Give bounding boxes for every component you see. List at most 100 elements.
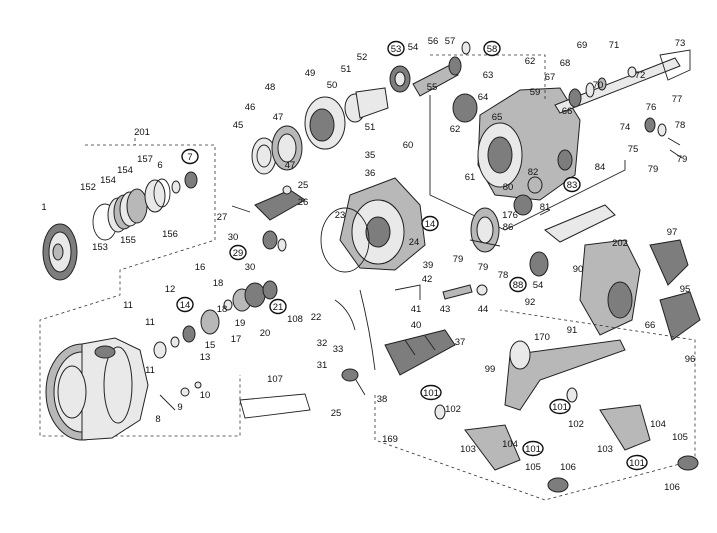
part-label: 74 [620,122,631,133]
part-number: 77 [672,94,683,105]
part-label: 18 [213,278,224,289]
part-label: 66 [645,320,656,331]
part-number: 76 [646,102,657,113]
part-label: 15 [205,340,216,351]
part-label: 17 [231,334,242,345]
part-label: 80 [503,182,514,193]
part-label: 101 [626,454,648,471]
part-number: 101 [552,402,568,413]
part-label: 176 [502,210,518,221]
part-label: 72 [635,70,646,81]
part-label: 23 [335,210,346,221]
part-label: 10 [200,390,211,401]
part-number: 13 [200,352,211,363]
part-label: 97 [667,227,678,238]
part-number: 51 [341,64,352,75]
part-label: 41 [411,304,422,315]
part-label: 9 [177,402,182,413]
part-number: 8 [155,414,160,425]
part-label: 103 [460,444,476,455]
part-label: 106 [560,462,576,473]
part-number: 36 [365,168,376,179]
part-label: 77 [672,94,683,105]
part-number: 1 [41,202,46,213]
part-number: 61 [465,172,476,183]
label-circle [176,296,194,313]
part-label: 38 [377,394,388,405]
part-label: 95 [680,284,691,295]
part-label: 107 [267,374,283,385]
part-number: 16 [195,262,206,273]
part-label: 79 [453,254,464,265]
part-label: 24 [409,237,420,248]
part-label: 65 [492,112,503,123]
part-number: 20 [260,328,271,339]
part-label: 22 [311,312,322,323]
part-number: 62 [525,56,536,67]
part-label: 8 [155,414,160,425]
part-number: 106 [560,462,576,473]
part-label: 57 [445,36,456,47]
part-number: 15 [205,340,216,351]
washer-30 [277,238,287,252]
spring-43 [442,284,473,300]
part-label: 59 [530,87,541,98]
small-gears [513,149,573,216]
part-label: 60 [403,140,414,151]
part-number: 31 [317,360,328,371]
part-number: 71 [609,40,620,51]
label-circle [181,148,199,165]
part-label: 101 [522,440,544,457]
part-label: 42 [422,274,433,285]
part-number: 57 [445,36,456,47]
part-label: 73 [675,38,686,49]
part-number: 37 [455,337,466,348]
part-number: 25 [298,180,309,191]
part-label: 14 [176,296,194,313]
part-number: 17 [231,334,242,345]
part-number: 32 [317,338,328,349]
part-label: 92 [525,297,536,308]
part-label: 58 [483,40,501,57]
part-label: 152 [80,182,96,193]
part-number: 102 [568,419,584,430]
part-number: 58 [487,44,498,55]
part-label: 45 [233,120,244,131]
main-shaft [554,49,691,114]
part-number: 79 [648,164,659,175]
part-number: 64 [478,92,489,103]
part-label: 40 [411,320,422,331]
part-number: 44 [478,304,489,315]
part-number: 14 [180,300,191,311]
drive-gear [469,207,549,277]
part-number: 49 [305,68,316,79]
part-number: 25 [331,408,342,419]
part-number: 75 [628,144,639,155]
part-label: 32 [317,338,328,349]
drag-knob [42,223,78,281]
part-number: 66 [562,106,573,117]
part-number: 11 [145,317,155,328]
part-label: 64 [478,92,489,103]
part-label: 31 [317,360,328,371]
part-label: 76 [646,102,657,113]
label-circle [549,398,571,415]
part-number: 59 [530,87,541,98]
rotor [320,177,426,273]
part-label: 102 [445,404,461,415]
part-number: 78 [498,270,509,281]
label-circle [421,215,439,232]
part-label: 101 [420,384,442,401]
label-circle [420,384,442,401]
part-number: 90 [573,264,584,275]
part-number: 6 [157,160,162,171]
part-number: 68 [560,58,571,69]
part-label: 51 [365,122,376,133]
part-number: 99 [485,364,496,375]
part-number: 97 [667,227,678,238]
part-label: 50 [327,80,338,91]
part-number: 96 [685,354,696,365]
part-label: 47 [273,112,284,123]
part-label: 53 [387,40,405,57]
